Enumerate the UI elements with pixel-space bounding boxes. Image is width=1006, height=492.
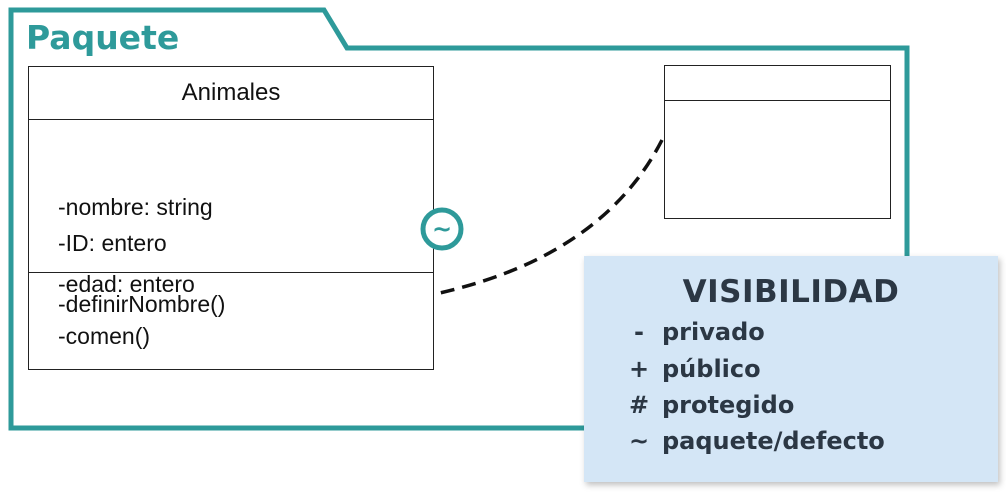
method-definir-nombre: -definirNombre() — [58, 291, 226, 317]
visibility-label: paquete/defecto — [662, 427, 885, 455]
attribute-id: -ID: entero — [58, 230, 167, 256]
visibility-label: protegido — [662, 391, 795, 419]
class-animales: Animales -nombre: string -ID: entero -ed… — [28, 66, 434, 370]
visibility-symbol: - — [634, 318, 644, 346]
visibility-label: público — [662, 355, 761, 383]
attribute-edad: -edad: entero — [58, 271, 195, 297]
dependency-arrow — [299, 139, 664, 312]
visibility-legend: VISIBILIDAD -privado + público # protegido… — [584, 256, 998, 482]
empty-class-header — [665, 66, 890, 101]
visibility-row-protegido: # protegido — [624, 391, 794, 419]
class-attributes: -nombre: string -ID: entero -edad: enter… — [29, 120, 433, 297]
visibility-row-publico: + público — [624, 355, 761, 383]
visibility-label: privado — [662, 318, 765, 346]
visibility-title: VISIBILIDAD — [682, 274, 900, 310]
package-title: Paquete — [26, 18, 180, 57]
visibility-symbol: # — [628, 391, 650, 419]
class-name: Animales — [29, 67, 433, 120]
visibility-row-privado: -privado — [624, 318, 765, 346]
attribute-nombre: -nombre: string — [58, 194, 213, 220]
method-comen: -comen() — [58, 323, 151, 349]
visibility-symbol: + — [628, 355, 650, 383]
visibility-row-paquete: ~ paquete/defecto — [624, 427, 885, 455]
tilde-circle-icon: ~ — [420, 207, 464, 251]
visibility-symbol: ~ — [628, 427, 650, 455]
tilde-symbol: ~ — [432, 215, 452, 243]
empty-class-box — [664, 65, 891, 219]
